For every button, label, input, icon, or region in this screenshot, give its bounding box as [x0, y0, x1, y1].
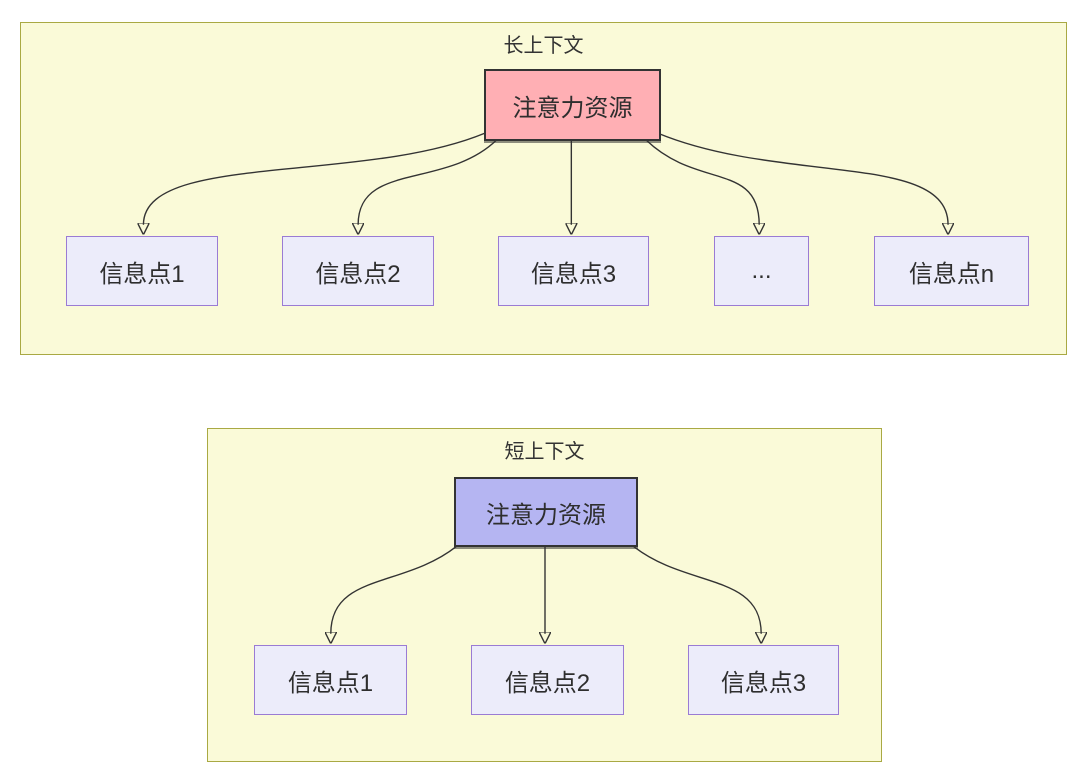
arrow-long-2: [358, 139, 497, 224]
info-point-n-long: 信息点n: [874, 236, 1029, 306]
node-label: ...: [751, 257, 772, 284]
arrow-long-1: [143, 132, 485, 224]
info-point-2-short: 信息点2: [471, 645, 624, 715]
info-point-1-short: 信息点1: [254, 645, 407, 715]
long-context-panel: 长上下文 注意力资源 信息点1 信息点2 信息点3 ...: [20, 22, 1067, 355]
node-label: 信息点3: [530, 260, 617, 288]
node-label: 信息点2: [315, 260, 401, 288]
long-context-title: 长上下文: [503, 35, 584, 57]
node-label: 信息点3: [720, 669, 807, 697]
node-label: 注意力资源: [486, 501, 606, 529]
info-point-2-long: 信息点2: [282, 236, 434, 306]
arrow-short-1: [331, 545, 457, 633]
arrow-short-3: [633, 545, 761, 633]
info-point-ellipsis-long: ...: [714, 236, 809, 306]
node-label: 信息点n: [908, 260, 995, 288]
node-label: 信息点1: [287, 669, 374, 697]
attention-resource-node-short: 注意力资源: [454, 477, 638, 547]
attention-resource-node-long: 注意力资源: [484, 69, 661, 141]
arrow-long-5: [658, 132, 948, 224]
info-point-3-short: 信息点3: [688, 645, 839, 715]
node-label: 信息点2: [504, 669, 591, 697]
info-point-3-long: 信息点3: [498, 236, 649, 306]
node-label: 注意力资源: [512, 94, 633, 122]
arrow-long-4: [645, 139, 759, 224]
node-label: 信息点1: [99, 260, 185, 288]
short-context-title: 短上下文: [504, 441, 585, 463]
short-context-panel: 短上下文 注意力资源 信息点1 信息点2 信息点3: [207, 428, 882, 762]
info-point-1-long: 信息点1: [66, 236, 218, 306]
